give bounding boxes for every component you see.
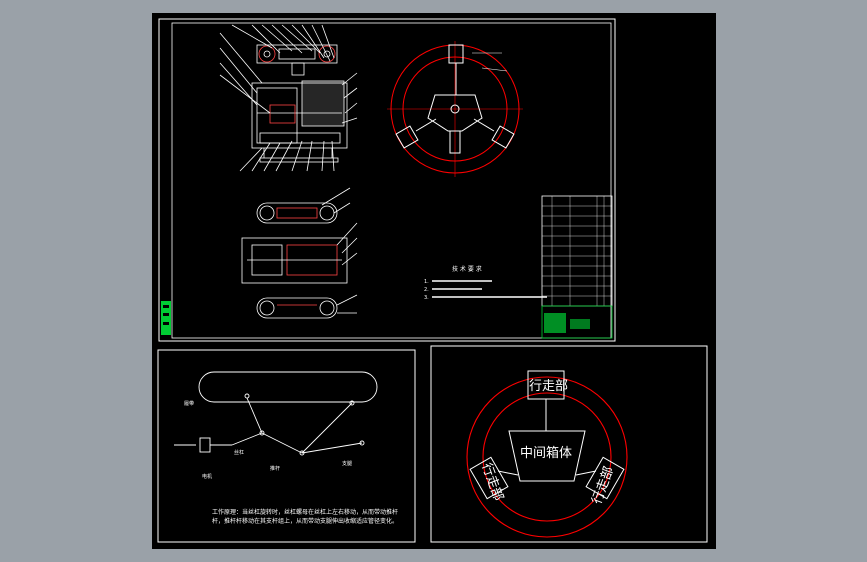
center-box-label: 中间箱体 [520,445,572,461]
frame-margin-marks [161,301,171,335]
main-frame-outer [158,18,616,342]
tech-req-item-3: 3. [424,295,429,301]
principle-panel [157,349,416,543]
pipe-outer-circle [466,376,628,538]
label-screw: 丝杠 [234,449,244,456]
principle-caption: 工作原理：当丝杠旋转时，丝杠螺母在丝杠上左右移动，从而带动推杆杆，推杆杆移动在其… [212,509,399,525]
principle-caption-box: 工作原理：当丝杠旋转时，丝杠螺母在丝杠上左右移动，从而带动推杆杆，推杆杆移动在其… [212,509,399,525]
layout-diagram: 中间箱体 行走部 行走部 行走部 [466,370,628,538]
wheel-label-top: 行走部 [529,379,568,394]
section-view [387,41,523,177]
principle-labels: 履带 电机 丝杠 推杆 支腿 [184,401,352,480]
technical-requirements: 技 术 要 求 1. 2. 3. [424,265,547,301]
wheel-unit-right [585,456,625,500]
drawing-sheet: 技 术 要 求 1. 2. 3. [152,13,716,549]
pipe-inner-circle [482,392,612,522]
parts-list-table [541,195,613,339]
layout-panel [430,345,708,543]
label-support: 支腿 [342,460,352,467]
center-box-outline [508,430,586,482]
tech-req-title: 技 术 要 求 [452,265,482,273]
tech-req-item-1: 1. [424,279,429,285]
tech-req-item-2: 2. [424,287,429,293]
label-track: 履带 [184,401,194,407]
assembly-front-view [219,24,358,172]
track-unit-views [241,187,358,319]
label-push-rod: 推杆 [270,465,280,472]
label-motor: 电机 [202,473,212,480]
wheel-label-left: 行走部 [478,461,505,503]
wheel-unit-left [469,456,509,500]
main-frame-inner [171,22,612,339]
cad-drawing: 技 术 要 求 1. 2. 3. [157,18,708,543]
principle-diagram [174,371,378,456]
wheel-label-right: 行走部 [590,465,617,507]
